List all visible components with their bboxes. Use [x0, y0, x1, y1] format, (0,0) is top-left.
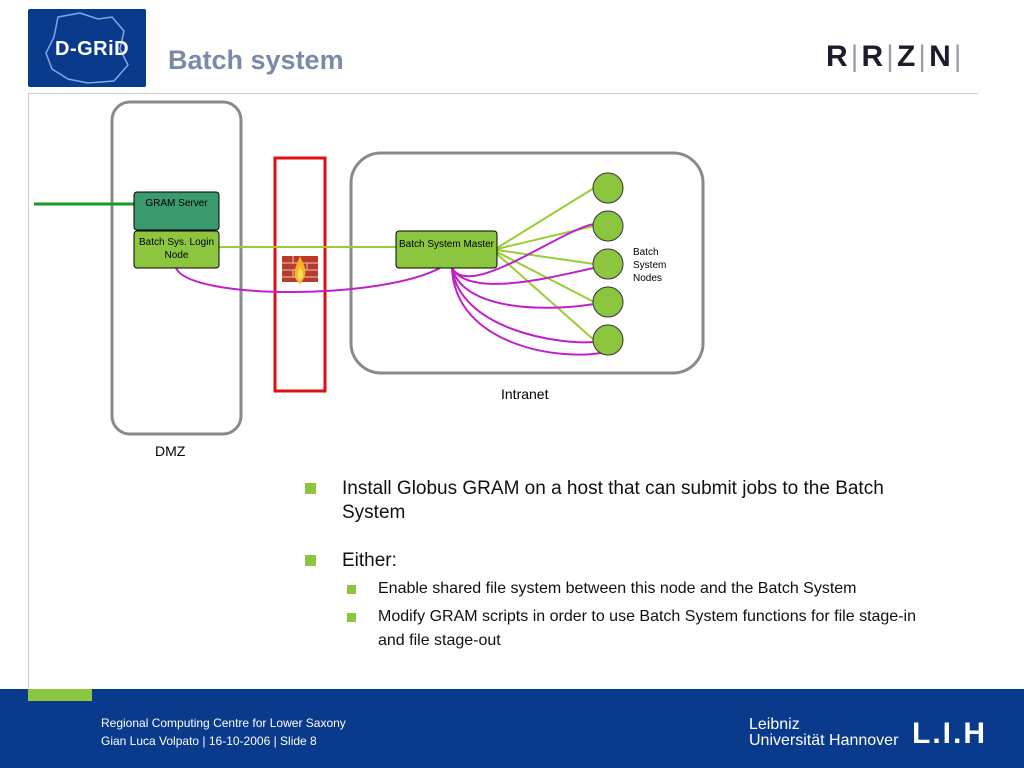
d-grid-logo	[28, 9, 146, 87]
network-diagram	[34, 100, 705, 436]
batch-nodes-label: Batch System Nodes	[633, 246, 666, 285]
intranet-label: Intranet	[501, 386, 549, 402]
rrzn-letter: R	[861, 40, 885, 73]
footer-band	[0, 689, 1024, 701]
left-divider	[28, 93, 29, 690]
master-node-links	[496, 187, 595, 341]
bullet-text: Install Globus GRAM on a host that can s…	[342, 478, 884, 523]
sub-bullet-item: Enable shared file system between this n…	[305, 577, 945, 601]
logo-text: D-GRiD	[55, 38, 130, 60]
bullet-item: Either:	[305, 549, 945, 573]
rrzn-letter: N	[929, 40, 952, 73]
batch-nodes-label-line: Nodes	[633, 273, 662, 284]
gram-server-label: GRAM Server	[145, 198, 208, 209]
batch-node	[592, 248, 624, 280]
shared-fs-link	[175, 267, 441, 293]
dmz-zone	[110, 100, 243, 436]
batch-master-box	[395, 230, 498, 269]
rrzn-letter: R	[826, 40, 849, 73]
bullet-square-icon	[347, 585, 356, 594]
batch-node	[592, 172, 624, 204]
university-name-line1: Leibniz	[749, 716, 800, 733]
batch-nodes-label-line: Batch	[633, 247, 659, 258]
batch-node	[592, 324, 624, 356]
bullet-square-icon	[347, 613, 356, 622]
germany-map-icon	[45, 12, 129, 84]
firewall-zone	[273, 156, 327, 393]
batch-node	[592, 210, 624, 242]
batch-node	[592, 286, 624, 318]
bullet-list: Install Globus GRAM on a host that can s…	[305, 477, 945, 653]
master-node-fs-links	[451, 223, 607, 356]
dmz-label: DMZ	[155, 443, 186, 459]
intranet-zone	[349, 151, 705, 375]
bullet-text: Either:	[342, 550, 397, 571]
batch-nodes	[592, 172, 624, 356]
header-divider	[28, 93, 978, 94]
university-logo-mark: L.I.H	[912, 717, 987, 750]
footer	[0, 701, 1024, 768]
bullet-square-icon	[305, 483, 316, 494]
bullet-item: Install Globus GRAM on a host that can s…	[305, 477, 945, 525]
footer-org: Regional Computing Centre for Lower Saxo…	[101, 716, 346, 730]
rrzn-logo: R|R|Z|N|	[826, 40, 963, 73]
sub-bullet-text: Enable shared file system between this n…	[378, 580, 857, 597]
login-node-box	[133, 230, 220, 269]
footer-meta: Gian Luca Volpato | 16-10-2006 | Slide 8	[101, 734, 317, 748]
bullet-square-icon	[305, 555, 316, 566]
batch-nodes-label-line: System	[633, 260, 667, 271]
gram-server-box	[133, 191, 220, 231]
slide-title: Batch system	[168, 45, 344, 75]
university-name-line2: Universität Hannover	[749, 732, 899, 749]
footer-accent	[28, 689, 92, 701]
login-node-label: Batch Sys. Login Node	[138, 237, 215, 261]
rrzn-letter: Z	[896, 40, 917, 73]
batch-master-label: Batch System Master	[398, 239, 495, 250]
sub-bullet-item: Modify GRAM scripts in order to use Batc…	[305, 605, 945, 653]
firewall-icon	[282, 256, 318, 284]
sub-bullet-text: Modify GRAM scripts in order to use Batc…	[378, 608, 916, 649]
